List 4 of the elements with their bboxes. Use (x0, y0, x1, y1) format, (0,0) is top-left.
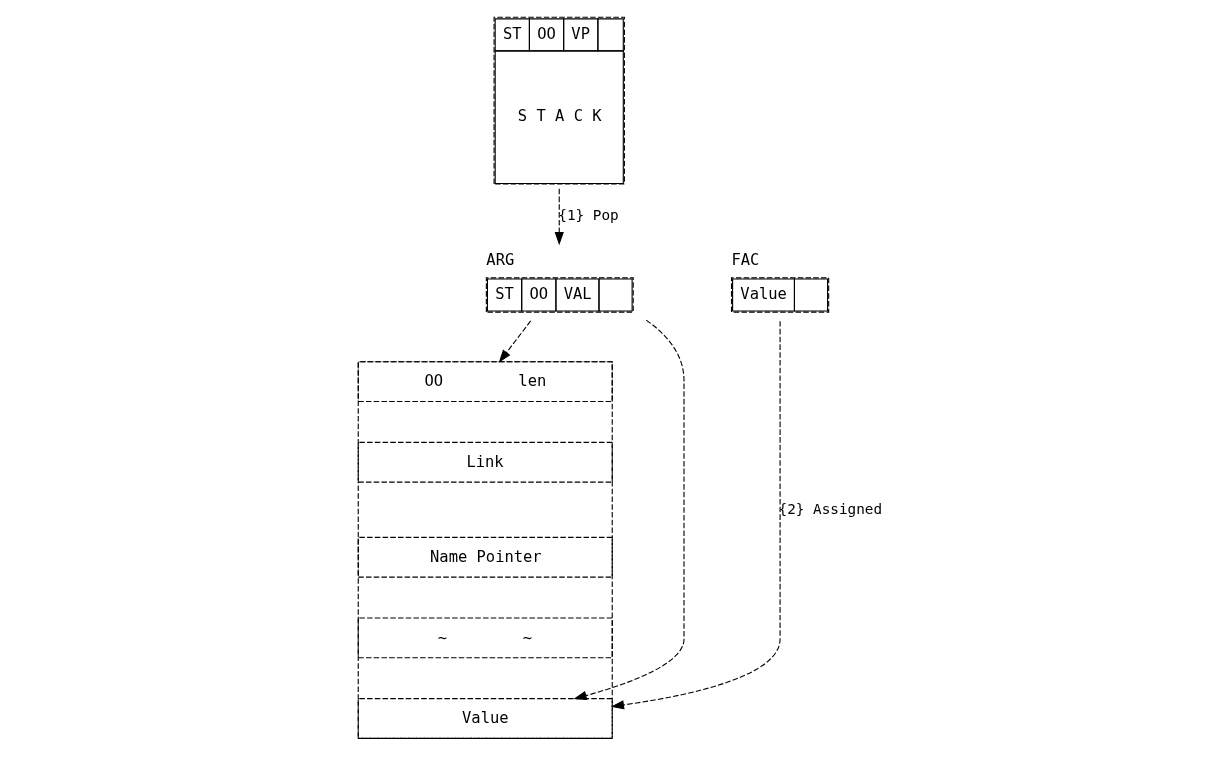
node-label: ARG (486, 250, 515, 269)
edge-label: {1} Pop (558, 206, 619, 223)
node-label: FAC (731, 250, 760, 269)
edge-label: {2} Assigned (778, 500, 883, 517)
